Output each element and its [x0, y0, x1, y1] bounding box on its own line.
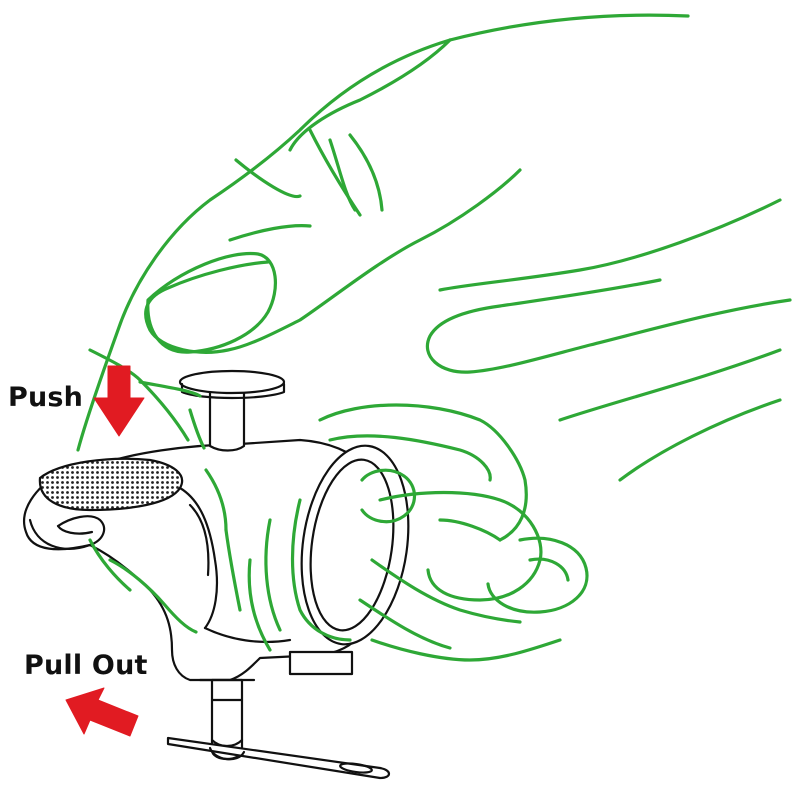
tool-side-disc: [300, 444, 410, 646]
thumb: [144, 168, 522, 354]
needle: [166, 736, 391, 780]
push-label: Push: [8, 382, 84, 413]
tool-side-tab: [288, 650, 354, 676]
ring-finger: [378, 490, 543, 602]
hand-top-edge: [76, 13, 690, 452]
tool-top-post: [208, 383, 246, 452]
arrow-left-down-icon: [65, 687, 139, 737]
index-finger: [425, 278, 792, 374]
tool-top-cap: [178, 369, 286, 395]
tool-finger-loop: [28, 515, 106, 550]
arrow-down-icon: [93, 365, 145, 437]
hand-illustration: [76, 13, 792, 662]
thumbnail: [146, 251, 277, 354]
push-arrow: [93, 365, 145, 437]
pull-out-arrow: [65, 687, 139, 737]
little-finger: [486, 536, 589, 614]
threader-tool: [23, 369, 410, 780]
pull-out-label: Pull Out: [24, 650, 148, 681]
palm-edge: [88, 348, 190, 442]
